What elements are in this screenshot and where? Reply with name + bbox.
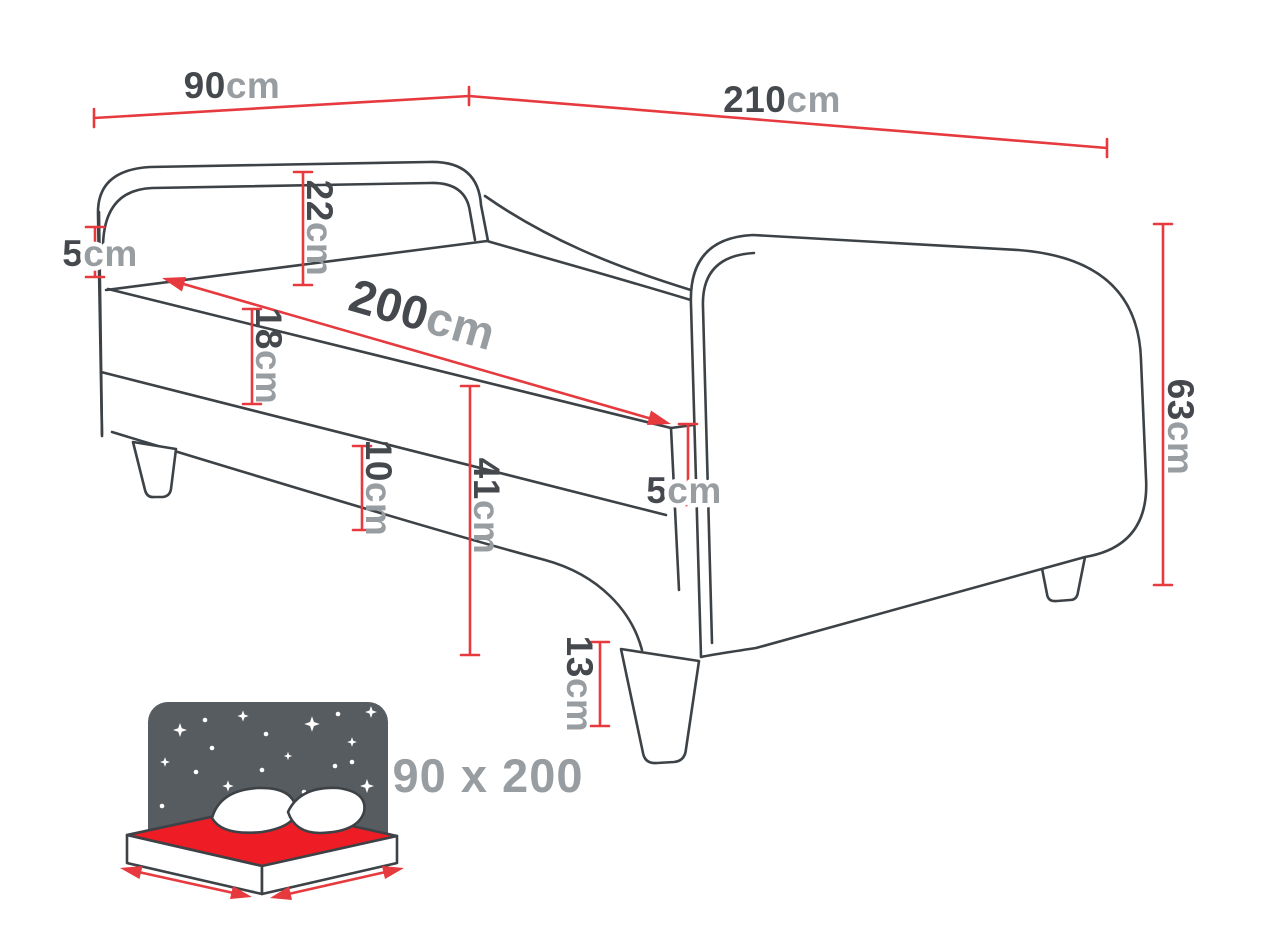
star-dot-icon	[332, 763, 338, 769]
mattress-seam-line	[99, 370, 668, 517]
dim-headboard-thickness-label: 5cm	[62, 233, 138, 274]
dim-leg-height: 13cm	[559, 636, 611, 733]
dim-footboard-thickness-label: 5cm	[646, 470, 722, 511]
bed-drawing	[96, 160, 1148, 765]
star-dot-icon	[349, 759, 355, 765]
dim-top-width-line	[92, 85, 471, 129]
star-dot-icon	[209, 745, 215, 751]
footboard-panel	[689, 233, 1148, 659]
dim-mattress-length-line	[178, 281, 654, 421]
star-dot-icon	[202, 717, 208, 723]
dim-mattress-height: 18cm	[241, 307, 289, 406]
star-dot-icon	[193, 769, 199, 775]
headboard-inner-edge	[101, 181, 477, 248]
icon-width-arrow-line	[132, 869, 240, 896]
dim-height-to-mattress-top-label: 41cm	[466, 458, 507, 555]
dim-footboard-height-line	[1152, 222, 1174, 587]
dim-base-height-line	[351, 444, 373, 532]
star-dot-icon	[159, 803, 165, 809]
dim-leg-height-label: 13cm	[559, 636, 600, 733]
size-icon: 90 x 200	[120, 702, 584, 900]
mattress-front-edge	[106, 287, 673, 430]
dim-footboard-thickness-line	[677, 422, 699, 507]
dim-mattress-length-arrowhead-end	[647, 410, 671, 425]
dim-footboard-thickness: 5cm	[642, 422, 726, 516]
dim-mattress-length-label: 200cm	[344, 268, 502, 360]
star-dot-icon	[263, 731, 269, 737]
dim-footboard-height: 63cm	[1152, 222, 1201, 587]
star-dot-icon	[259, 767, 265, 773]
dim-mattress-length-arrowhead-start	[162, 277, 186, 292]
star-dot-icon	[335, 711, 341, 717]
dim-mattress-length: 200cm	[162, 268, 671, 425]
dim-mattress-height-line	[241, 307, 263, 406]
dim-top-width: 90cm	[92, 65, 471, 129]
headboard-base-edge	[104, 239, 489, 292]
dim-base-height-label: 10cm	[358, 440, 399, 537]
icon-length-arrow-line	[282, 869, 392, 897]
front-right-leg	[619, 647, 701, 765]
side-rail-edge	[483, 194, 696, 293]
size-label: 90 x 200	[393, 749, 584, 802]
dim-top-length: 210cm	[467, 79, 1109, 159]
dim-top-length-line	[467, 94, 1109, 159]
dim-headboard-above-label: 22cm	[299, 180, 340, 277]
dim-headboard-above-mattress: 22cm	[292, 170, 340, 287]
dim-headboard-thickness-line	[84, 225, 106, 279]
dim-height-to-mattress-top-line	[459, 384, 481, 657]
front-face-right-edge	[669, 426, 681, 592]
icon-mattress-side-right	[260, 834, 399, 896]
dimension-annotations: 90cm 210cm 22cm 5cm 200cm 18cm 10cm	[58, 65, 1201, 733]
icon-length-arrowhead	[270, 886, 292, 900]
icon-width-arrow	[120, 866, 252, 899]
footboard-inner-edge	[701, 251, 756, 645]
icon-length-arrowhead	[382, 866, 404, 879]
dim-headboard-above-line	[292, 170, 314, 287]
dim-base-height: 10cm	[351, 440, 399, 537]
headboard-outline	[96, 160, 490, 438]
dim-footboard-height-label: 63cm	[1160, 379, 1201, 476]
icon-width-arrowhead	[230, 886, 252, 899]
dim-mattress-height-label: 18cm	[248, 308, 289, 405]
icon-pillow-right	[286, 786, 366, 835]
dim-headboard-thickness: 5cm	[58, 225, 142, 279]
icon-stars	[159, 706, 377, 809]
dim-height-to-mattress-top: 41cm	[459, 384, 507, 657]
front-left-leg	[131, 440, 178, 499]
dim-leg-height-line	[589, 640, 611, 728]
icon-length-arrow	[270, 866, 404, 900]
dim-top-width-label: 90cm	[184, 65, 281, 106]
base-bottom-edge	[110, 430, 644, 652]
dim-top-length-label: 210cm	[723, 79, 841, 120]
icon-width-arrowhead	[120, 866, 143, 879]
mattress-back-edge	[485, 239, 696, 303]
